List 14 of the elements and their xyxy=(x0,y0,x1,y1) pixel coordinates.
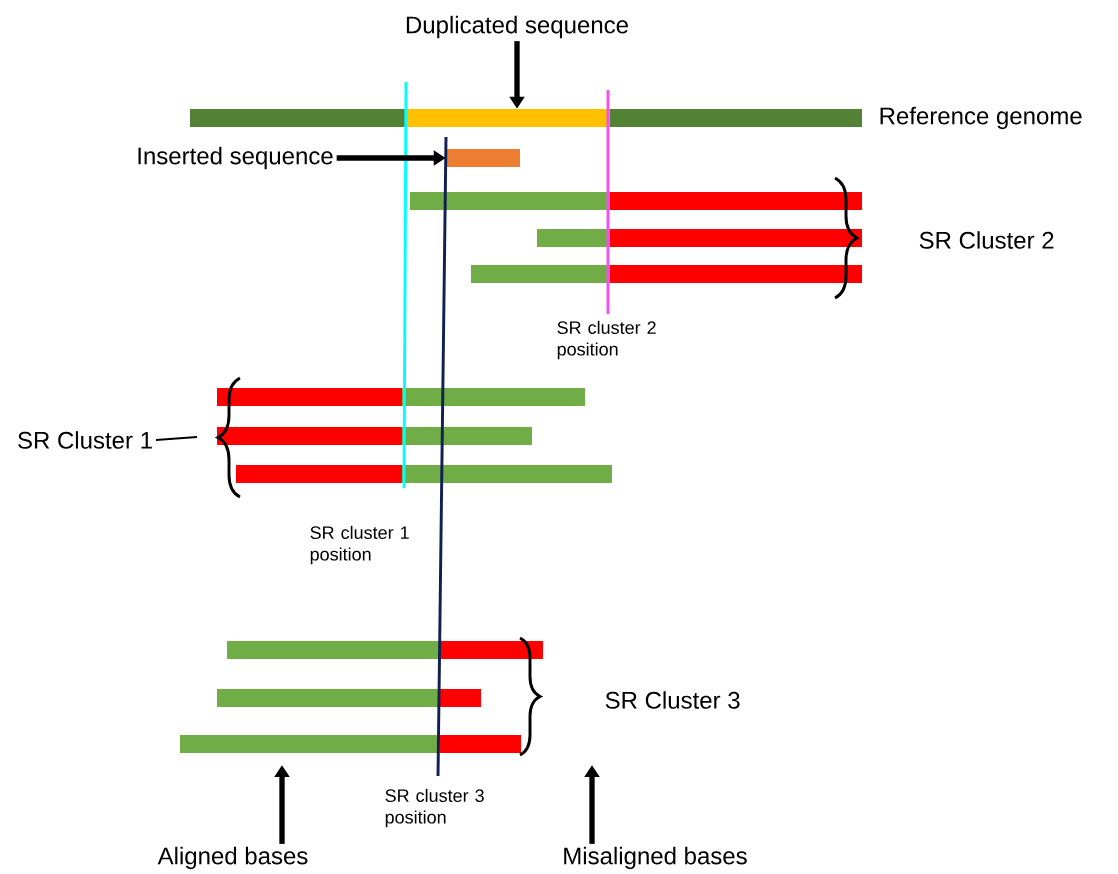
node-text: Misaligned bases xyxy=(564,846,747,870)
label-text: SR Cluster 3 xyxy=(605,691,740,709)
node-text: Aligned bases xyxy=(157,846,308,870)
label-text: SR cluster 2 position xyxy=(557,320,656,360)
label-text: SR Cluster 2 xyxy=(919,231,1054,249)
sequence-bar xyxy=(446,149,520,167)
node-text: Duplicated sequence xyxy=(406,15,628,39)
label-text: Reference genome xyxy=(880,106,1082,130)
node-text: SR Cluster 1 xyxy=(18,431,152,449)
label-text: SR cluster 1 position xyxy=(310,525,409,565)
leader-line xyxy=(154,436,198,441)
sequence-bar xyxy=(405,109,610,127)
label-text: SR cluster 3 position xyxy=(385,788,484,828)
node-text: Inserted sequence xyxy=(138,146,333,170)
